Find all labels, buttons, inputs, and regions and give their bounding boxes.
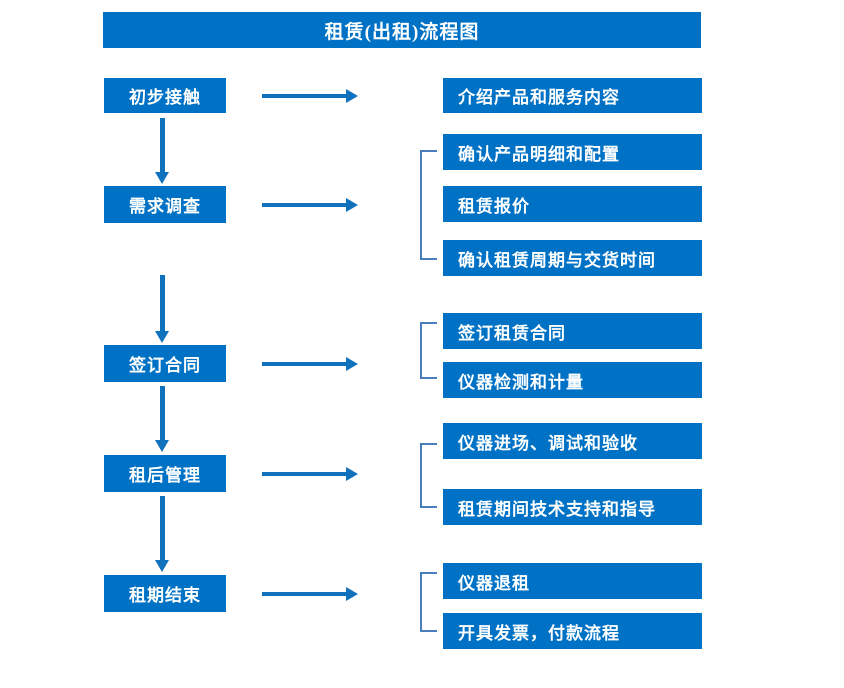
detail-box-g5-2[interactable]: 开具发票，付款流程	[443, 613, 702, 649]
group-bracket-5	[420, 572, 437, 632]
detail-box-g2-2[interactable]: 租赁报价	[443, 186, 702, 222]
flow-arrow-down-3	[152, 386, 172, 452]
stage-box-1[interactable]: 初步接触	[104, 78, 226, 113]
detail-box-g5-1[interactable]: 仪器退租	[443, 563, 702, 599]
stage-box-4[interactable]: 租后管理	[104, 455, 226, 492]
detail-box-g2-3[interactable]: 确认租赁周期与交货时间	[443, 240, 702, 276]
detail-box-g4-1[interactable]: 仪器进场、调试和验收	[443, 423, 702, 459]
detail-box-g4-2[interactable]: 租赁期间技术支持和指导	[443, 489, 702, 525]
stage-box-2[interactable]: 需求调查	[104, 186, 226, 223]
detail-arrow-right-1	[262, 86, 358, 106]
flow-arrow-down-1	[152, 118, 172, 184]
detail-box-g3-1[interactable]: 签订租赁合同	[443, 313, 702, 349]
flow-arrow-down-4	[152, 496, 172, 572]
detail-box-g1-1[interactable]: 介绍产品和服务内容	[443, 78, 702, 113]
flow-arrow-down-2	[152, 275, 172, 343]
detail-box-g2-1[interactable]: 确认产品明细和配置	[443, 134, 702, 170]
group-bracket-2	[420, 150, 437, 260]
detail-box-g3-2[interactable]: 仪器检测和计量	[443, 362, 702, 398]
stage-box-3[interactable]: 签订合同	[104, 345, 226, 382]
group-bracket-4	[420, 443, 437, 508]
group-bracket-3	[420, 322, 437, 379]
detail-arrow-right-5	[262, 584, 358, 604]
detail-arrow-right-3	[262, 354, 358, 374]
detail-arrow-right-2	[262, 195, 358, 215]
stage-box-5[interactable]: 租期结束	[104, 575, 226, 612]
diagram-title: 租赁(出租)流程图	[103, 12, 701, 48]
detail-arrow-right-4	[262, 464, 358, 484]
